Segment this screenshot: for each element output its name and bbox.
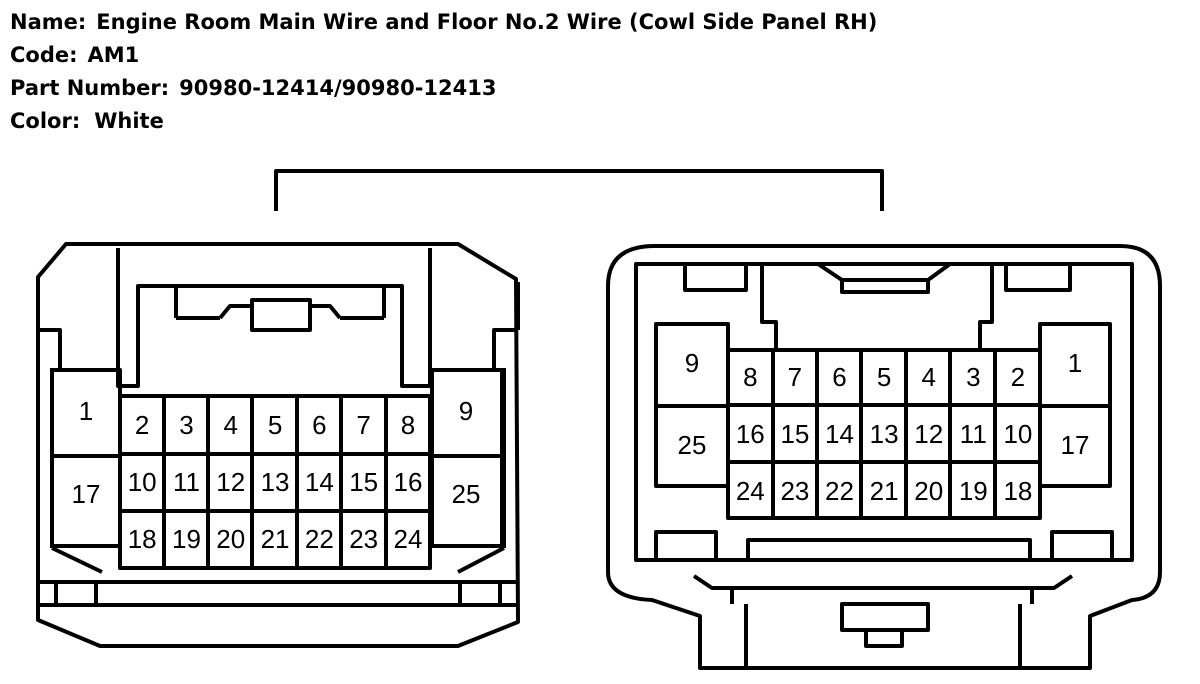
left-pin-25: 25	[452, 479, 481, 509]
right-pin-24: 24	[736, 476, 765, 506]
left-pin-18: 18	[128, 524, 157, 554]
name-label: Name:	[10, 10, 87, 34]
left-pin-20: 20	[216, 524, 245, 554]
left-pin-19: 19	[172, 524, 201, 554]
left-pin-23: 23	[349, 524, 378, 554]
right-pin-19: 19	[959, 476, 988, 506]
part-number-row: Part Number: 90980-12414/90980-12413	[10, 72, 877, 105]
right-pin-15: 15	[780, 419, 809, 449]
left-pin-22: 22	[305, 524, 334, 554]
right-pin-23: 23	[780, 476, 809, 506]
right-pin-3: 3	[966, 362, 980, 392]
right-pin-12: 12	[914, 419, 943, 449]
right-pin-10: 10	[1003, 419, 1032, 449]
left-pin-11: 11	[173, 467, 200, 497]
left-pin-21: 21	[261, 524, 290, 554]
left-terminal-grid	[50, 368, 504, 570]
part-number-value: 90980-12414/90980-12413	[179, 76, 497, 100]
left-pin-4: 4	[224, 410, 238, 440]
left-pin-17: 17	[72, 479, 101, 509]
left-pin-9: 9	[459, 396, 473, 426]
right-pin-7: 7	[788, 362, 802, 392]
left-pin-15: 15	[349, 467, 378, 497]
left-pin-14: 14	[305, 467, 334, 497]
right-pin-5: 5	[877, 362, 891, 392]
left-pin-2: 2	[135, 410, 149, 440]
right-pin-1: 1	[1068, 348, 1082, 378]
right-pin-13: 13	[870, 419, 899, 449]
code-value: AM1	[87, 43, 140, 67]
name-row: Name: Engine Room Main Wire and Floor No.…	[10, 6, 877, 39]
right-pin-4: 4	[921, 362, 935, 392]
right-connector-housing	[606, 244, 1162, 670]
right-terminal-grid	[654, 322, 1112, 520]
left-pin-3: 3	[179, 410, 193, 440]
left-pin-7: 7	[356, 410, 370, 440]
code-row: Code: AM1	[10, 39, 877, 72]
color-label: Color:	[10, 109, 81, 133]
left-pin-8: 8	[401, 410, 415, 440]
right-pin-21: 21	[870, 476, 899, 506]
right-pin-11: 11	[960, 419, 987, 449]
part-number-label: Part Number:	[10, 76, 170, 100]
right-pin-20: 20	[914, 476, 943, 506]
right-pin-9: 9	[685, 348, 699, 378]
name-value: Engine Room Main Wire and Floor No.2 Wir…	[96, 10, 878, 34]
color-row: Color: White	[10, 105, 877, 138]
left-pin-5: 5	[268, 410, 282, 440]
right-pin-14: 14	[825, 419, 854, 449]
right-pin-17: 17	[1061, 430, 1090, 460]
right-pin-25: 25	[678, 430, 707, 460]
right-pin-18: 18	[1003, 476, 1032, 506]
right-pin-8: 8	[743, 362, 757, 392]
left-pin-13: 13	[261, 467, 290, 497]
connector-info: Name: Engine Room Main Wire and Floor No.…	[10, 6, 877, 138]
color-value: White	[94, 109, 164, 133]
right-pin-16: 16	[736, 419, 765, 449]
left-pin-24: 24	[393, 524, 422, 554]
code-label: Code:	[10, 43, 78, 67]
mating-bracket	[274, 169, 884, 211]
left-pin-6: 6	[312, 410, 326, 440]
left-connector-housing	[36, 242, 520, 648]
left-pin-12: 12	[216, 467, 245, 497]
left-pin-1: 1	[79, 396, 93, 426]
right-pin-2: 2	[1011, 362, 1025, 392]
left-pin-10: 10	[128, 467, 157, 497]
right-pin-6: 6	[832, 362, 846, 392]
left-pin-16: 16	[393, 467, 422, 497]
right-pin-22: 22	[825, 476, 854, 506]
